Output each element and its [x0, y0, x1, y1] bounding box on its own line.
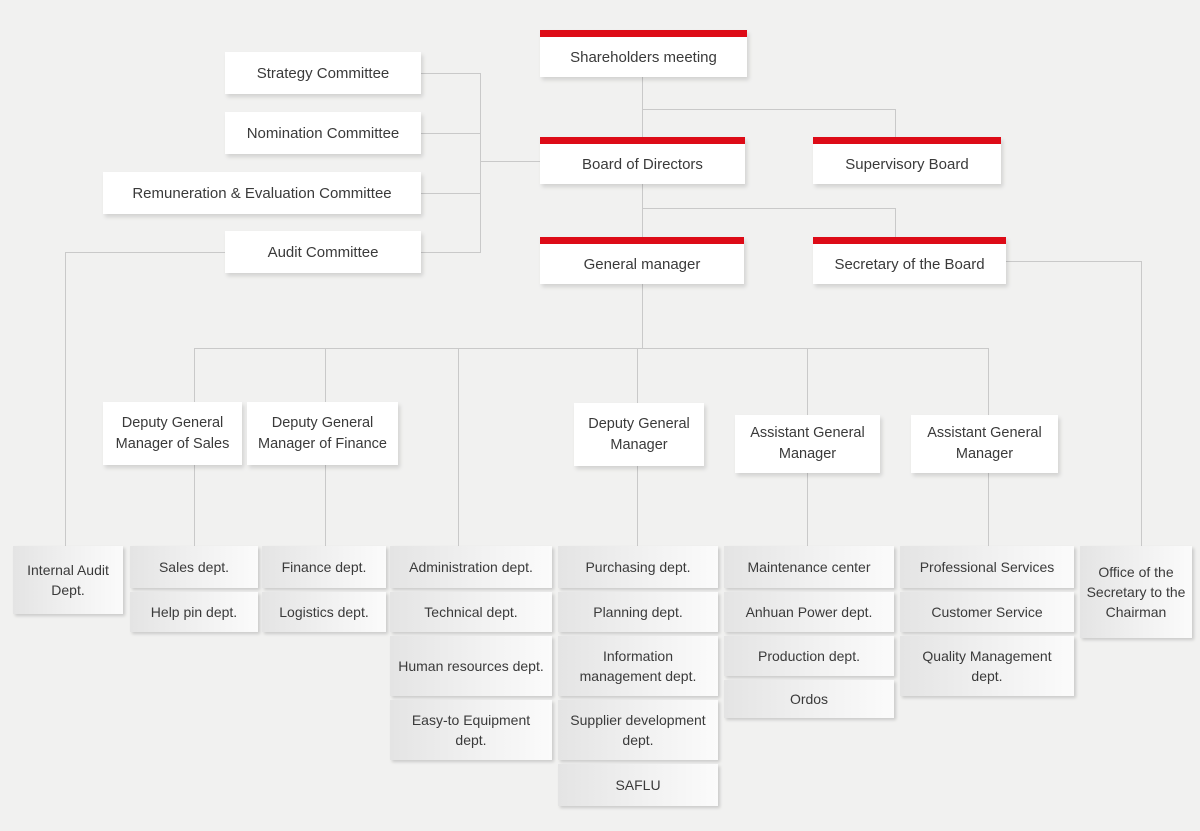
connector-line: [480, 73, 481, 253]
connector-line: [421, 193, 481, 194]
connector-line: [895, 109, 896, 137]
connector-line: [642, 184, 643, 237]
dept-anhuan-power: Anhuan Power dept.: [724, 592, 894, 632]
dept-human-resources: Human resources dept.: [390, 636, 552, 696]
node-deputy-gm-sales: Deputy General Manager of Sales: [103, 402, 242, 465]
dept-supplier-development: Supplier development dept.: [558, 700, 718, 760]
node-deputy-gm: Deputy General Manager: [574, 403, 704, 466]
dept-customer-service: Customer Service: [900, 592, 1074, 632]
node-strategy-committee: Strategy Committee: [225, 52, 421, 94]
node-secretary-of-board: Secretary of the Board: [813, 237, 1006, 284]
connector-line: [458, 348, 459, 546]
dept-maintenance-center: Maintenance center: [724, 546, 894, 588]
node-board-of-directors: Board of Directors: [540, 137, 745, 184]
dept-planning: Planning dept.: [558, 592, 718, 632]
dept-professional-services: Professional Services: [900, 546, 1074, 588]
dept-information-management: Information management dept.: [558, 636, 718, 696]
connector-line: [642, 208, 896, 209]
connector-line: [1141, 261, 1142, 546]
node-nomination-committee: Nomination Committee: [225, 112, 421, 154]
dept-ordos: Ordos: [724, 680, 894, 718]
node-assistant-gm-1: Assistant General Manager: [735, 415, 880, 473]
dept-logistics: Logistics dept.: [262, 592, 386, 632]
dept-technical: Technical dept.: [390, 592, 552, 632]
connector-line: [895, 208, 896, 237]
connector-line: [65, 252, 66, 546]
dept-office-of-secretary: Office of the Secretary to the Chairman: [1080, 546, 1192, 638]
dept-easy-to-equipment: Easy-to Equipment dept.: [390, 700, 552, 760]
connector-line: [421, 73, 481, 74]
node-assistant-gm-2: Assistant General Manager: [911, 415, 1058, 473]
connector-line: [642, 284, 643, 348]
connector-line: [421, 133, 481, 134]
dept-production: Production dept.: [724, 636, 894, 676]
connector-line: [642, 109, 896, 110]
connector-line: [480, 161, 540, 162]
dept-finance: Finance dept.: [262, 546, 386, 588]
node-remuneration-committee: Remuneration & Evaluation Committee: [103, 172, 421, 214]
node-shareholders-meeting: Shareholders meeting: [540, 30, 747, 77]
connector-line: [194, 348, 988, 349]
dept-saflu: SAFLU: [558, 764, 718, 806]
dept-internal-audit: Internal Audit Dept.: [13, 546, 123, 614]
dept-purchasing: Purchasing dept.: [558, 546, 718, 588]
dept-administration: Administration dept.: [390, 546, 552, 588]
dept-quality-management: Quality Management dept.: [900, 636, 1074, 696]
node-supervisory-board: Supervisory Board: [813, 137, 1001, 184]
node-general-manager: General manager: [540, 237, 744, 284]
connector-line: [642, 77, 643, 137]
dept-sales: Sales dept.: [130, 546, 258, 588]
dept-help-pin: Help pin dept.: [130, 592, 258, 632]
connector-line: [1006, 261, 1141, 262]
node-audit-committee: Audit Committee: [225, 231, 421, 273]
node-deputy-gm-finance: Deputy General Manager of Finance: [247, 402, 398, 465]
